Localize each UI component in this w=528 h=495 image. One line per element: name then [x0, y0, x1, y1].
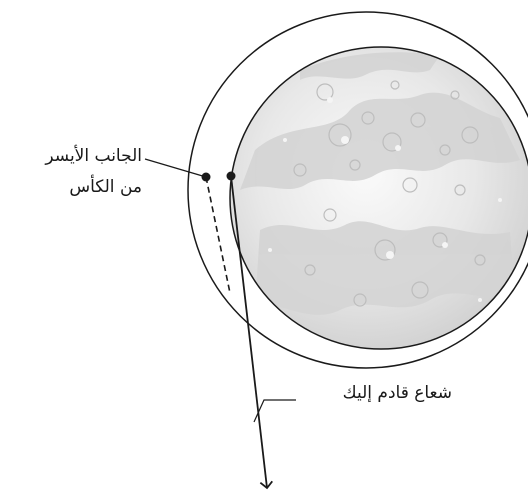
ray-leader-line: [254, 400, 296, 422]
ray-start-point: [227, 172, 236, 181]
left-side-leader-line: [145, 159, 206, 177]
left-side-label-line2: من الكأس: [69, 177, 142, 197]
moon-icon: [230, 47, 528, 349]
incoming-ray-label: شعاع قادم إليك: [343, 383, 452, 403]
left-side-label-line1: الجانب الأيسر: [45, 146, 142, 166]
